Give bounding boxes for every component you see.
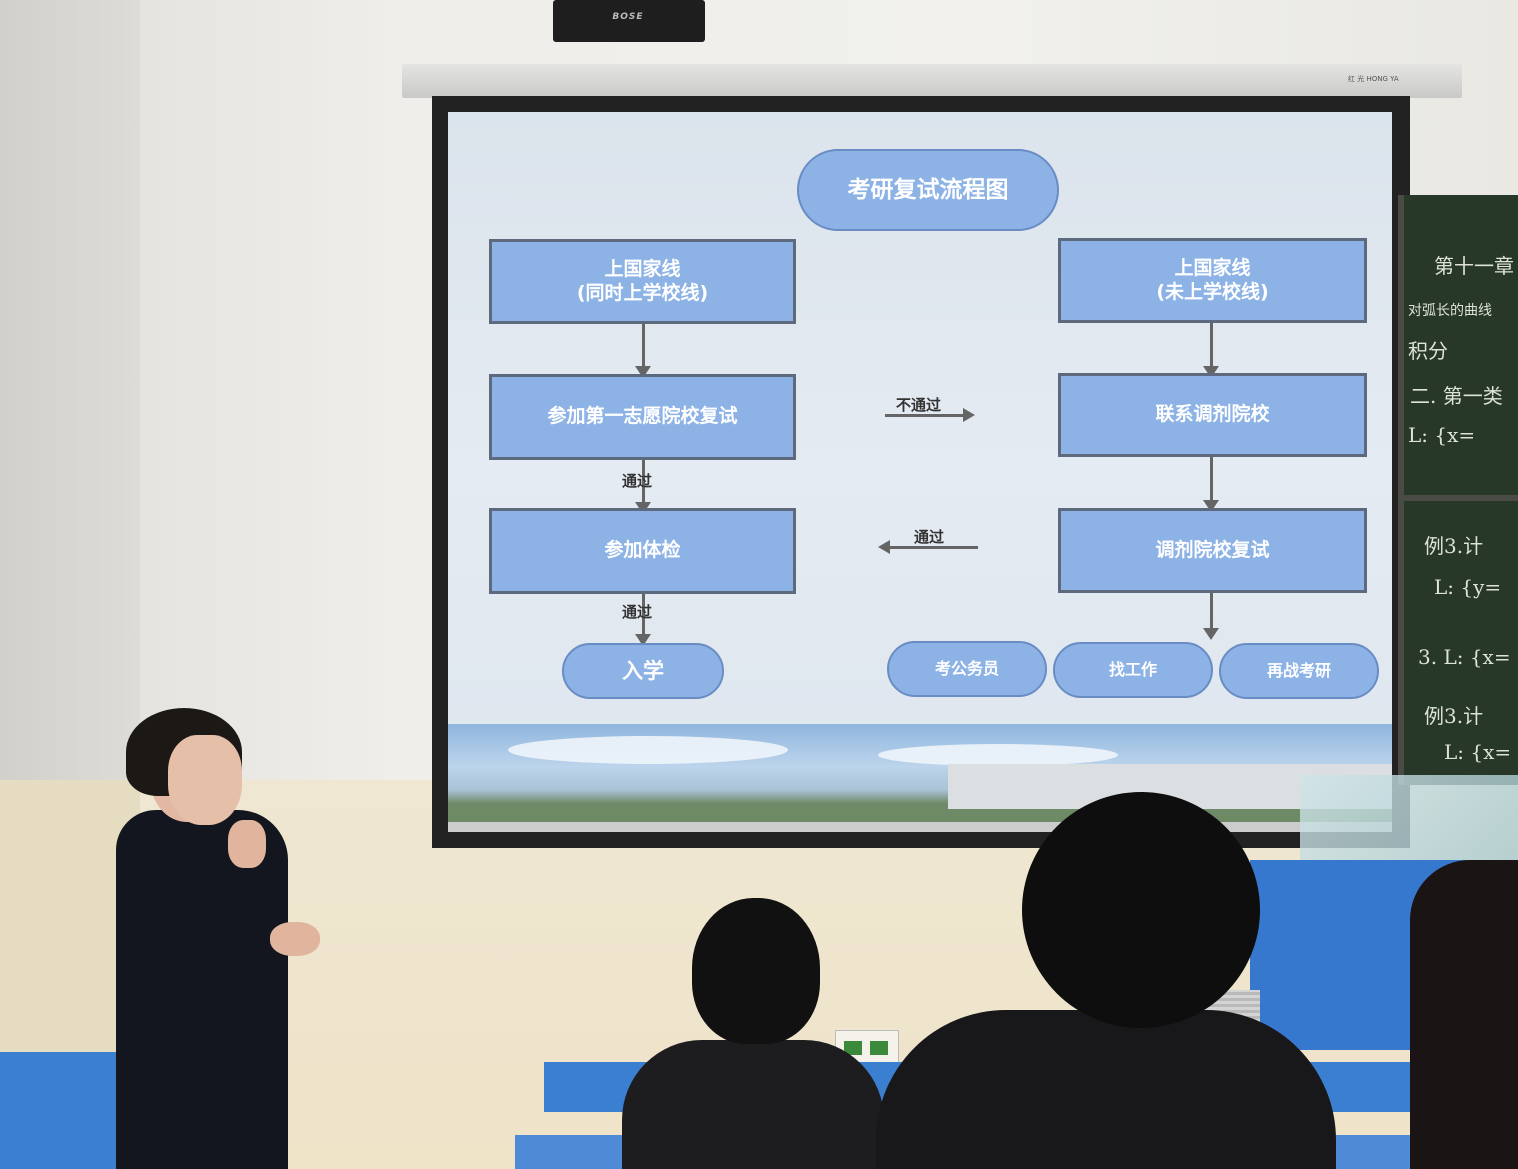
node-medical-exam: 参加体检: [489, 508, 796, 594]
blackboard-divider: [1404, 495, 1518, 501]
node-text: 入学: [622, 658, 664, 683]
blackboard-text: 第十一章: [1434, 254, 1514, 278]
student-body: [876, 1010, 1336, 1169]
slide-campus-banner: [448, 724, 1392, 830]
teacher-face: [168, 735, 242, 825]
arrow-down: [635, 324, 651, 378]
blackboard-text: 二. 第一类: [1410, 384, 1503, 408]
node-text: 考公务员: [934, 659, 999, 678]
node-left-national-line: 上国家线 (同时上学校线): [489, 239, 796, 324]
arrow-down: [1203, 593, 1219, 640]
student-silhouette: [1410, 860, 1518, 1169]
blackboard-text: 对弧长的曲线: [1408, 303, 1492, 319]
node-text: 参加体检: [604, 539, 681, 562]
blackboard-text: L: {x=: [1408, 423, 1476, 447]
socket-switch: [870, 1041, 888, 1055]
node-right-national-line: 上国家线 (未上学校线): [1058, 238, 1367, 323]
student-body: [622, 1040, 884, 1169]
node-text: 上国家线: [1174, 256, 1251, 279]
arrow-down: [1203, 323, 1219, 378]
node-text: (未上学校线): [1156, 280, 1269, 303]
blackboard-text: L: {x=: [1444, 740, 1512, 764]
blackboard-text: 例3.计: [1424, 704, 1484, 728]
student-head: [692, 898, 820, 1044]
ceiling-speaker: BOSE: [553, 0, 705, 42]
arrow-down: [1203, 457, 1219, 512]
blackboard-text: 积分: [1408, 339, 1448, 363]
node-text: 参加第一志愿院校复试: [547, 405, 738, 428]
node-text: 找工作: [1108, 660, 1157, 679]
speaker-brand-label: BOSE: [612, 12, 644, 22]
arrow-right: [885, 408, 975, 422]
node-text: 再战考研: [1266, 661, 1331, 680]
node-enroll: 入学: [562, 643, 724, 699]
blackboard: 第十一章 对弧长的曲线 积分 二. 第一类 L: {x= 例3.计 L: {y=…: [1398, 195, 1518, 785]
slide-title: 考研复试流程图: [797, 149, 1059, 231]
podium-glass-top: [1300, 775, 1518, 865]
node-adjust-retest: 调剂院校复试: [1058, 508, 1367, 593]
screen-bottom-bar: [448, 822, 1392, 832]
slide-title-text: 考研复试流程图: [847, 176, 1009, 203]
socket-switch: [844, 1041, 862, 1055]
node-outcome-retake-exam: 再战考研: [1219, 643, 1379, 699]
node-text: (同时上学校线): [576, 281, 709, 304]
edge-label-pass: 通过: [914, 528, 945, 546]
edge-label-pass: 通过: [622, 603, 653, 621]
arrow-left: [878, 540, 978, 554]
blackboard-text: 3. L: {x=: [1418, 645, 1511, 669]
cloud-shape: [508, 736, 788, 764]
teacher-body: [116, 810, 288, 1169]
projected-slide: 考研复试流程图 上国家线 (同时上学校线) 参加第一志愿院校复试 通过 参加体检…: [448, 112, 1392, 830]
node-first-choice-retest: 参加第一志愿院校复试: [489, 374, 796, 460]
teacher-hand: [228, 820, 266, 868]
node-text: 调剂院校复试: [1155, 538, 1270, 561]
blackboard-text: L: {y=: [1434, 575, 1502, 599]
student-head: [1022, 792, 1260, 1028]
edge-label-fail: 不通过: [896, 396, 942, 414]
cloud-shape: [878, 744, 1118, 766]
node-text: 联系调剂院校: [1155, 403, 1270, 426]
node-outcome-civil-service: 考公务员: [887, 641, 1047, 697]
node-outcome-find-job: 找工作: [1053, 642, 1213, 698]
teacher-hand: [270, 922, 320, 956]
housing-brand-label: 红 光 HONG YA: [1348, 75, 1399, 83]
node-contact-adjust: 联系调剂院校: [1058, 373, 1367, 457]
edge-label-pass: 通过: [622, 472, 653, 490]
blackboard-text: 例3.计: [1424, 534, 1484, 558]
node-text: 上国家线: [604, 257, 681, 280]
projector-screen-housing: 红 光 HONG YA: [402, 64, 1462, 98]
